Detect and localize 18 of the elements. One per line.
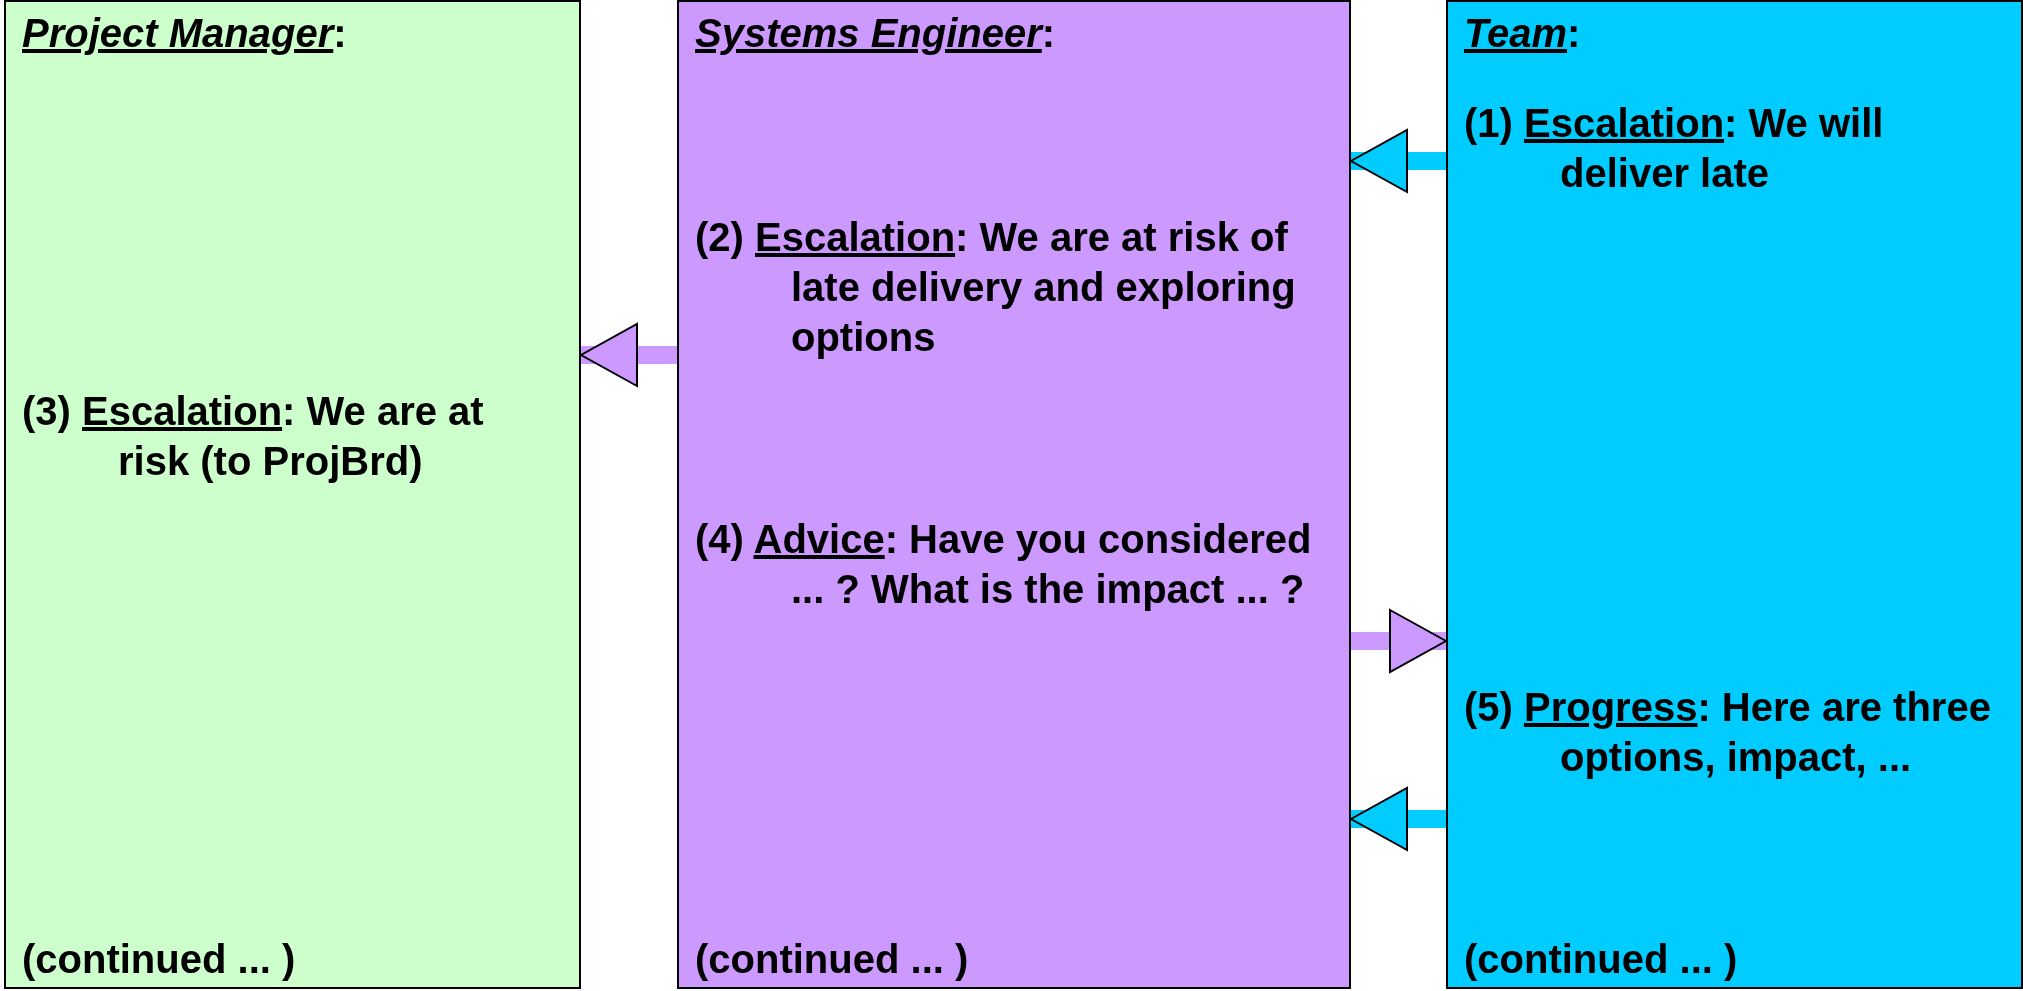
block-arrow [1350, 787, 1446, 851]
continuation-note: (continued ... ) [1464, 936, 1739, 983]
continuation-note: (continued ... ) [695, 936, 970, 983]
block-arrow [580, 323, 677, 387]
message-text: (4) Advice: Have you considered ... ? What is the impact ... ? [695, 516, 1313, 613]
lane-column [4, 0, 581, 989]
lane-column [1446, 0, 2023, 989]
lane-heading: Systems Engineer: [695, 10, 1057, 57]
block-arrow [1351, 609, 1447, 673]
continuation-note: (continued ... ) [22, 936, 297, 983]
message-text: (2) Escalation: We are at risk of late delivery and exploring options [695, 214, 1297, 361]
lane-column [677, 0, 1351, 989]
message-text: (5) Progress: Here are three options, impact, ... [1464, 684, 1992, 781]
lane-heading: Team: [1464, 10, 1582, 57]
message-text: (3) Escalation: We are at risk (to ProjBrd) [22, 388, 485, 485]
block-arrow [1350, 129, 1446, 193]
lane-heading: Project Manager: [22, 10, 348, 57]
message-text: (1) Escalation: We will deliver late [1464, 100, 1885, 197]
